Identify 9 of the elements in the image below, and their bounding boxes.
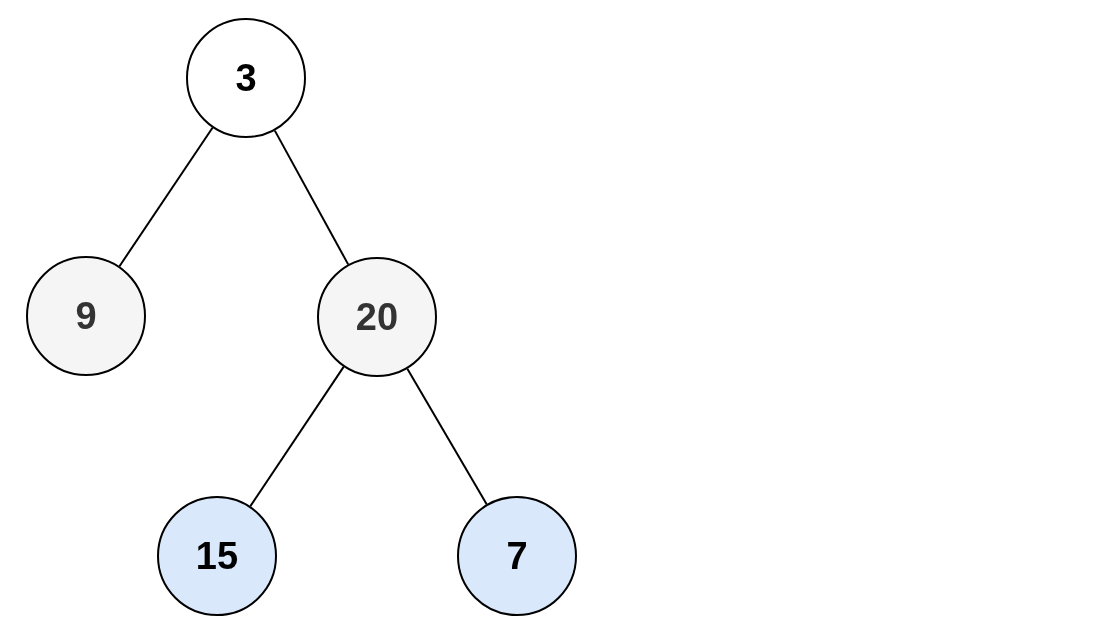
connector-line: [249, 365, 345, 508]
node-value: 20: [355, 295, 399, 339]
node-value: 7: [506, 534, 528, 578]
connector-line: [273, 129, 350, 266]
node-value: 15: [195, 534, 239, 578]
connector-line: [406, 367, 488, 506]
connector-line: [118, 126, 214, 268]
node-value: 3: [235, 56, 257, 100]
node-value: 9: [75, 294, 97, 338]
